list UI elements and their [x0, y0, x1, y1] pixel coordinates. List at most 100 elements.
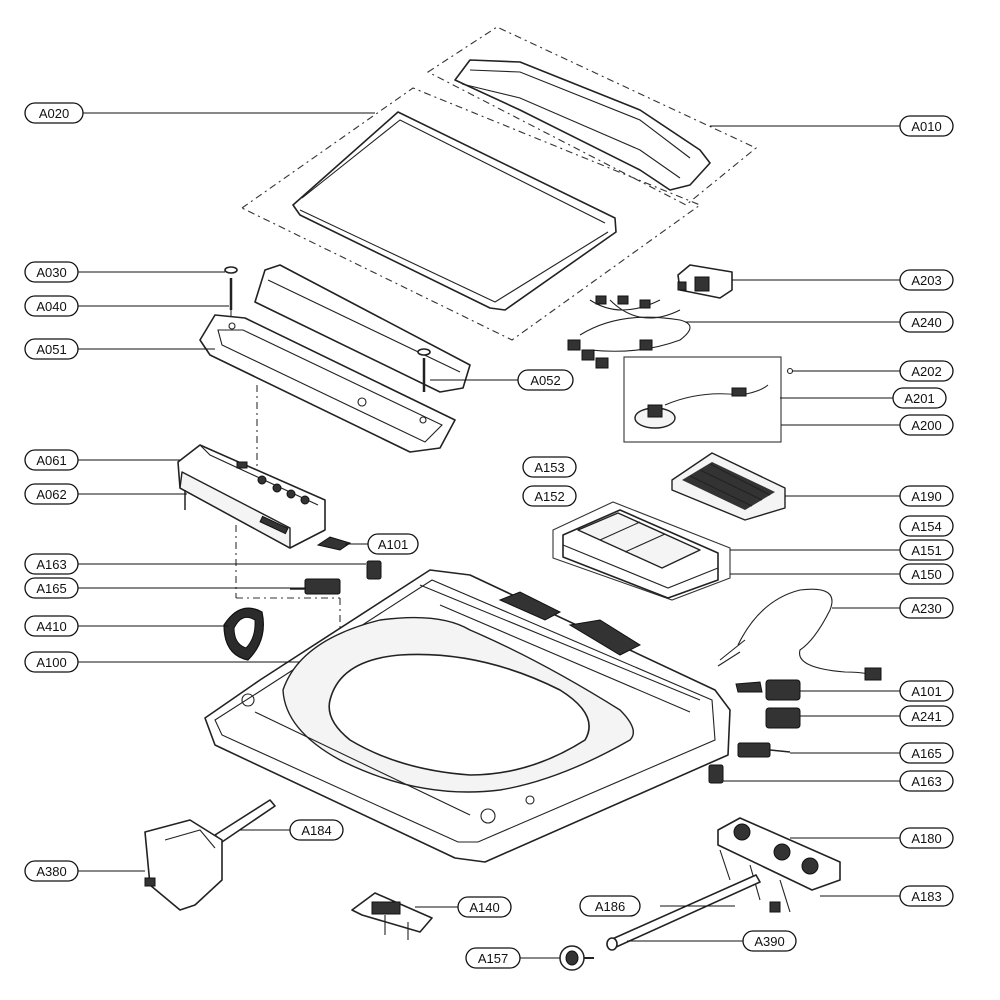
svg-text:A165: A165: [36, 581, 66, 596]
label-a062: A062: [24, 483, 79, 505]
svg-text:A184: A184: [301, 823, 331, 838]
label-a151: A151: [899, 539, 954, 561]
part-a190-filter: [671, 452, 786, 521]
svg-text:A390: A390: [754, 934, 784, 949]
svg-text:A202: A202: [911, 364, 941, 379]
label-a410: A410: [24, 615, 79, 637]
part-a240-wire-harness: [567, 295, 691, 369]
label-a100: A100: [24, 651, 79, 673]
label-a154: A154: [899, 515, 954, 537]
part-a150-dispenser: [552, 501, 731, 601]
svg-text:A410: A410: [36, 619, 66, 634]
svg-text:A062: A062: [36, 487, 66, 502]
svg-text:A201: A201: [904, 391, 934, 406]
part-a163-switch-left: [366, 560, 382, 580]
part-a230-hose: [717, 588, 882, 681]
label-a380: A380: [24, 860, 79, 882]
svg-text:A052: A052: [530, 373, 560, 388]
label-a184: A184: [289, 819, 344, 841]
part-a184-a380-bracket: [144, 799, 276, 911]
svg-text:A200: A200: [911, 418, 941, 433]
label-a190: A190: [899, 485, 954, 507]
leader-lines: [75, 112, 900, 959]
svg-text:A152: A152: [534, 489, 564, 504]
label-a101-right: A101: [899, 680, 954, 702]
label-a061: A061: [24, 449, 79, 471]
svg-text:A151: A151: [911, 543, 941, 558]
svg-text:A380: A380: [36, 864, 66, 879]
label-a010: A010: [899, 115, 954, 137]
svg-text:A163: A163: [36, 557, 66, 572]
part-a101-bracket-left: [316, 536, 352, 551]
svg-text:A154: A154: [911, 519, 941, 534]
label-a390: A390: [742, 930, 797, 952]
label-a157: A157: [465, 947, 521, 969]
svg-text:A020: A020: [39, 106, 69, 121]
part-a165-sensor-left: [290, 578, 341, 595]
part-a051-top-panel: [199, 314, 456, 453]
label-a230: A230: [899, 597, 954, 619]
label-a051: A051: [24, 338, 79, 360]
svg-text:A030: A030: [36, 265, 66, 280]
label-a020: A020: [24, 102, 84, 124]
svg-text:A165: A165: [911, 746, 941, 761]
label-a203: A203: [899, 269, 954, 291]
svg-text:A186: A186: [595, 899, 625, 914]
svg-text:A061: A061: [36, 453, 66, 468]
svg-text:A203: A203: [911, 273, 941, 288]
label-a202: A202: [899, 360, 954, 382]
label-a163-right: A163: [899, 770, 954, 792]
label-a165-left: A165: [24, 577, 79, 599]
part-a410-gasket: [223, 607, 264, 661]
part-a052-cover: [254, 264, 471, 393]
svg-text:A140: A140: [469, 900, 499, 915]
label-a152: A152: [522, 485, 577, 507]
part-a020-glass-lid: [240, 87, 702, 341]
label-a163-left: A163: [24, 553, 79, 575]
label-a052: A052: [517, 369, 574, 391]
part-a203-lock: [677, 264, 733, 299]
svg-text:A010: A010: [911, 119, 941, 134]
svg-text:A240: A240: [911, 315, 941, 330]
part-a101-a241-switches-right: [735, 679, 801, 729]
svg-text:A180: A180: [911, 831, 941, 846]
svg-text:A157: A157: [478, 951, 508, 966]
part-a180-water-valve: [717, 817, 841, 913]
part-a140-bracket: [351, 892, 433, 940]
part-a061-a062-control-board: [177, 444, 326, 549]
part-a157-cap: [559, 945, 594, 971]
svg-text:A230: A230: [911, 601, 941, 616]
svg-text:A100: A100: [36, 655, 66, 670]
svg-text:A241: A241: [911, 709, 941, 724]
label-a201: A201: [892, 387, 947, 409]
svg-text:A190: A190: [911, 489, 941, 504]
label-a240: A240: [899, 311, 954, 333]
svg-text:A101: A101: [911, 684, 941, 699]
svg-text:A153: A153: [534, 460, 564, 475]
svg-text:A040: A040: [36, 299, 66, 314]
svg-text:A051: A051: [36, 342, 66, 357]
label-a241: A241: [899, 705, 954, 727]
label-a183: A183: [899, 885, 954, 907]
label-a165-right: A165: [899, 742, 954, 764]
part-a165-a163-right: [708, 742, 791, 784]
label-a101-left: A101: [367, 533, 419, 555]
label-a030: A030: [24, 261, 79, 283]
label-a180: A180: [899, 827, 954, 849]
part-a030-a040-screws: [224, 266, 431, 392]
part-a186-a390-pipe: [606, 874, 761, 951]
label-a200: A200: [899, 414, 954, 436]
part-a200-pressure-switch: [623, 356, 794, 443]
svg-text:A150: A150: [911, 567, 941, 582]
label-a040: A040: [24, 295, 79, 317]
label-a140: A140: [457, 896, 512, 918]
label-a150: A150: [899, 563, 954, 585]
label-a186: A186: [579, 895, 641, 917]
svg-text:A101: A101: [378, 537, 408, 552]
svg-text:A163: A163: [911, 774, 941, 789]
svg-text:A183: A183: [911, 889, 941, 904]
label-a153: A153: [522, 456, 577, 478]
part-a010-lid-handle: [426, 26, 758, 206]
